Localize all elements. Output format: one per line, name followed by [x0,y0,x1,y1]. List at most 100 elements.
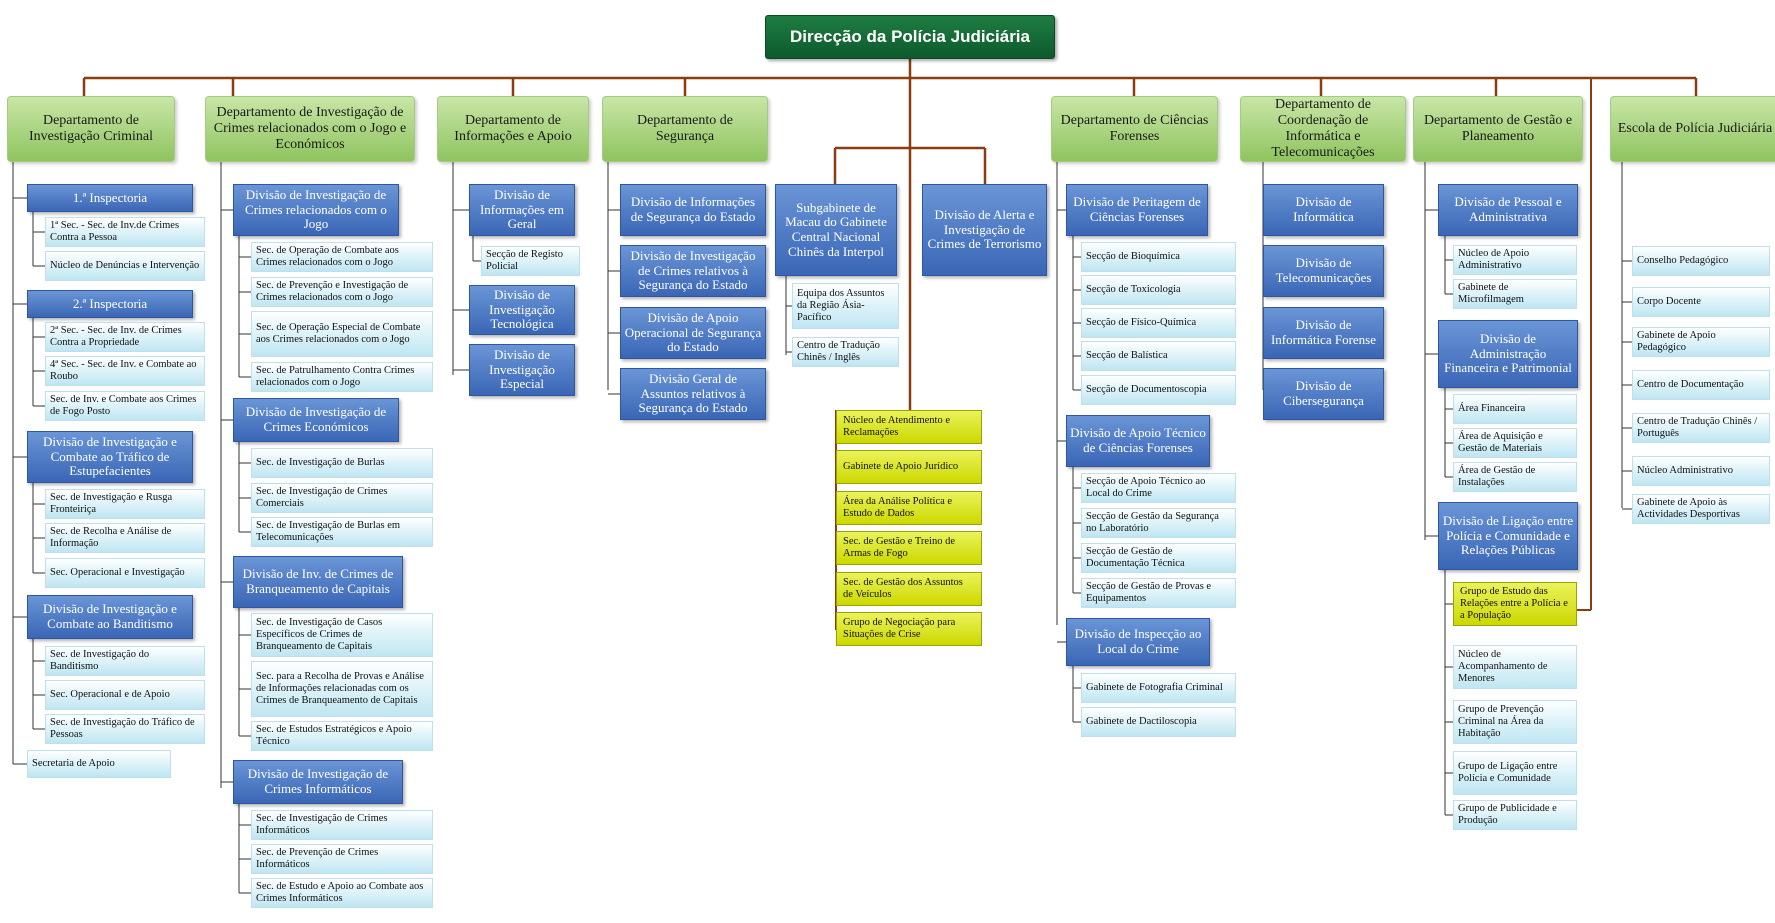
sub-6-1-1-label: Secção de Bioquímica [1086,251,1180,263]
sub-2-3-2: Sec. para a Recolha de Provas e Análise … [251,661,433,717]
unit-9-5: Centro de Tradução Chinês / Português [1632,413,1770,443]
unit-9-4: Centro de Documentação [1632,370,1770,400]
unit-5-2-label: Divisão de Alerta e Investigação de Crim… [927,206,1042,252]
sub-6-2-1-label: Secção de Apoio Técnico ao Local do Crim… [1086,476,1206,499]
sub-2-4-2: Sec. de Prevenção de Crimes Informáticos [251,844,433,874]
department-3-label: Departamento de Informações e Apoio [454,113,572,144]
sub-2-1-3: Sec. de Operação Especial de Combate aos… [251,311,433,357]
unit-5-2: Divisão de Alerta e Investigação de Crim… [922,184,1047,276]
sub-1-1-1: 1ª Sec. - Sec. de Inv.de Crimes Contra a… [45,217,205,247]
direct-unit-3-label: Área da Análise Política e Estudo de Dad… [843,496,953,519]
sub-1-4-1-label: Sec. de Investigação do Banditismo [50,649,150,672]
sub-8-3-2: Núcleo de Acompanhamento de Menores [1453,645,1577,689]
sub-8-1-1-label: Núcleo de Apoio Administrativo [1458,248,1530,271]
sub-2-1-1: Sec. de Operação de Combate aos Crimes r… [251,242,433,272]
sub-2-2-2: Sec. de Investigação de Crimes Comerciai… [251,483,433,513]
unit-8-3: Divisão de Ligação entre Polícia e Comun… [1438,502,1578,570]
unit-2-1: Divisão de Investigação de Crimes relaci… [233,184,399,236]
department-9: Escola de Polícia Judiciária [1610,96,1775,162]
sub-2-3-1-label: Sec. de Investigação de Casos Específico… [256,617,383,652]
sub-6-2-3-label: Secção de Gestão de Documentação Técnica [1086,546,1185,569]
sub-1-2-2-label: 4ª Sec. - Sec. de Inv. e Combate ao Roub… [50,359,197,382]
direct-unit-1-label: Núcleo de Atendimento e Reclamações [843,415,951,438]
unit-6-2-label: Divisão de Apoio Técnico de Ciências For… [1070,425,1206,455]
sub-5-1-1: Equipa dos Assuntos da Região Ásia-Pacíf… [792,283,899,329]
direct-unit-5-label: Sec. de Gestão dos Assuntos de Veículos [843,577,963,600]
sub-2-4-3: Sec. de Estudo e Apoio ao Combate aos Cr… [251,878,433,908]
sub-1-3-1-label: Sec. de Investigação e Rusga Fronteiriça [50,492,173,515]
unit-9-7-label: Gabinete de Apoio às Actividades Desport… [1637,497,1740,520]
unit-8-3-label: Divisão de Ligação entre Polícia e Comun… [1442,512,1574,558]
sub-2-4-2-label: Sec. de Prevenção de Crimes Informáticos [256,847,379,870]
unit-1-4-label: Divisão de Investigação e Combate ao Ban… [43,601,177,631]
sub-8-2-3: Área de Gestão de Instalações [1453,462,1577,492]
sub-2-4-1-label: Sec. de Investigação de Crimes Informáti… [256,813,388,836]
sub-1-2-3: Sec. de Inv. e Combate aos Crimes de Fog… [45,391,205,421]
sub-8-3-4-label: Grupo de Ligação entre Polícia e Comunid… [1458,761,1558,784]
sub-2-1-2-label: Sec. de Prevenção e Investigação de Crim… [256,280,409,303]
unit-9-1: Conselho Pedagógico [1632,246,1770,276]
unit-2-2-label: Divisão de Investigação de Crimes Económ… [245,404,387,434]
department-1: Departamento de Investigação Criminal [7,96,175,162]
department-8: Departamento de Gestão e Planeamento [1413,96,1583,162]
direct-unit-2-label: Gabinete de Apoio Jurídico [843,461,959,473]
unit-6-2: Divisão de Apoio Técnico de Ciências For… [1066,415,1210,467]
sub-8-2-3-label: Área de Gestão de Instalações [1458,465,1536,488]
sub-6-1-2: Secção de Toxicologia [1081,275,1236,305]
root-node-label: Direcção da Polícia Judiciária [789,27,1030,47]
unit-9-7: Gabinete de Apoio às Actividades Desport… [1632,494,1770,524]
sub-6-2-2: Secção de Gestão da Segurança no Laborat… [1081,508,1236,538]
unit-5-1-label: Subgabinete de Macau do Gabinete Central… [785,199,887,259]
unit-9-1-label: Conselho Pedagógico [1637,255,1729,267]
unit-1-1: 1.ª Inspectoria [27,184,193,212]
sub-6-3-2: Gabinete de Dactiloscopia [1081,707,1236,737]
sub-6-2-2-label: Secção de Gestão da Segurança no Laborat… [1086,511,1219,534]
sub-6-1-4: Secção de Balística [1081,341,1236,371]
department-4-label: Departamento de Segurança [636,113,733,144]
unit-6-1-label: Divisão de Peritagem de Ciências Forense… [1073,194,1201,224]
unit-4-4-label: Divisão Geral de Assuntos relativos à Se… [638,370,748,416]
unit-3-1: Divisão de Informações em Geral [469,184,575,236]
sub-8-2-1-label: Área Financeira [1458,403,1526,415]
department-8-label: Departamento de Gestão e Planeamento [1423,113,1573,144]
department-1-label: Departamento de Investigação Criminal [28,113,154,144]
sub-6-2-4-label: Secção de Gestão de Provas e Equipamento… [1086,581,1212,604]
sub-6-1-5: Secção de Documentoscopia [1081,375,1236,405]
sub-8-3-4: Grupo de Ligação entre Polícia e Comunid… [1453,751,1577,795]
direct-unit-4-label: Sec. de Gestão e Treino de Armas de Fogo [843,536,955,559]
unit-9-2-label: Corpo Docente [1637,296,1701,308]
sub-8-1-1: Núcleo de Apoio Administrativo [1453,245,1577,275]
sub-8-1-2: Gabinete de Microfilmagem [1453,279,1577,309]
sub-1-2-2: 4ª Sec. - Sec. de Inv. e Combate ao Roub… [45,356,205,386]
sub-8-1-2-label: Gabinete de Microfilmagem [1458,282,1524,305]
unit-8-1: Divisão de Pessoal e Administrativa [1438,184,1578,236]
department-2-label: Departamento de Investigação de Crimes r… [213,105,407,152]
direct-unit-6-label: Grupo de Negociação para Situações de Cr… [843,617,956,640]
unit-4-1: Divisão de Informações de Segurança do E… [620,184,766,236]
unit-9-3: Gabinete de Apoio Pedagógico [1632,327,1770,357]
unit-2-3-label: Divisão de Inv. de Crimes de Branqueamen… [242,566,394,596]
unit-9-6: Núcleo Administrativo [1632,456,1770,486]
department-2: Departamento de Investigação de Crimes r… [205,96,415,162]
unit-2-4-label: Divisão de Investigação de Crimes Inform… [247,766,389,796]
sub-6-2-4: Secção de Gestão de Provas e Equipamento… [1081,578,1236,608]
unit-3-1-label: Divisão de Informações em Geral [479,186,565,232]
sub-1-3-3-label: Sec. Operacional e Investigação [50,567,185,579]
sub-1-3-2-label: Sec. de Recolha e Análise de Informação [50,526,172,549]
sub-6-1-4-label: Secção de Balística [1086,350,1168,362]
sub-8-3-3: Grupo de Prevenção Criminal na Área da H… [1453,700,1577,744]
direct-unit-2: Gabinete de Apoio Jurídico [836,450,982,484]
sub-8-3-5-label: Grupo de Publicidade e Produção [1458,803,1557,826]
unit-8-1-label: Divisão de Pessoal e Administrativa [1454,194,1562,224]
direct-unit-3: Área da Análise Política e Estudo de Dad… [836,491,982,525]
sub-1-1-2: Núcleo de Denúncias e Intervenção [45,251,205,281]
root-node: Direcção da Polícia Judiciária [765,15,1055,59]
unit-9-3-label: Gabinete de Apoio Pedagógico [1637,330,1716,353]
sub-1-2-3-label: Sec. de Inv. e Combate aos Crimes de Fog… [50,394,197,417]
unit-1-3: Divisão de Investigação e Combate ao Trá… [27,431,193,483]
sub-6-1-5-label: Secção de Documentoscopia [1086,384,1207,396]
sub-1-3-3: Sec. Operacional e Investigação [45,558,205,588]
sub-6-2-3: Secção de Gestão de Documentação Técnica [1081,543,1236,573]
sub-8-2-2-label: Área de Aquisição e Gestão de Materiais [1458,431,1543,454]
unit-3-2: Divisão de Investigação Tecnológica [469,285,575,335]
